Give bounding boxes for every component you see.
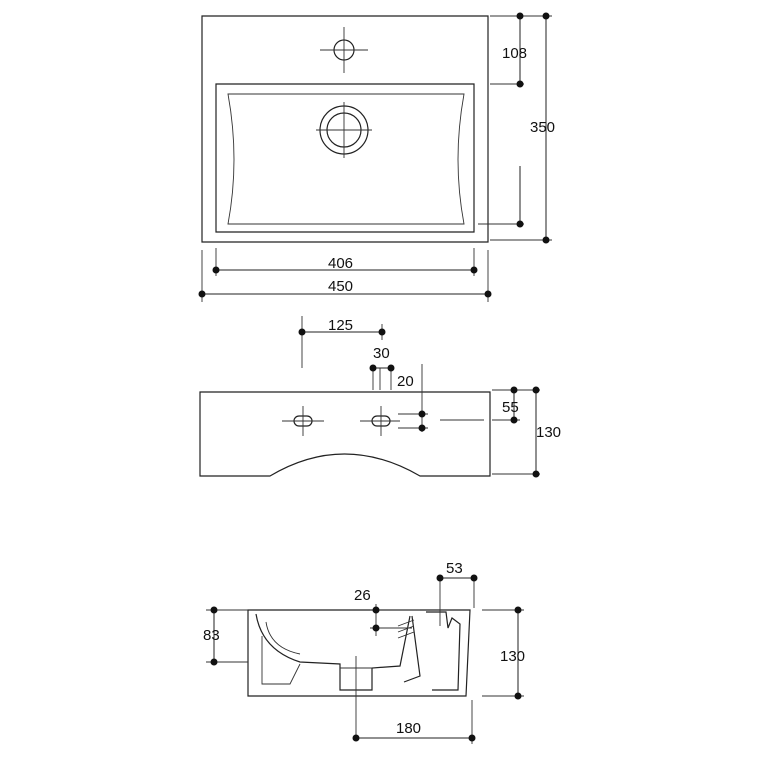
height-dimensions-top <box>478 12 552 244</box>
dim-130-side-lines <box>482 606 524 700</box>
dim-108-label: 108 <box>502 45 527 62</box>
dim-20-label: 20 <box>397 373 414 390</box>
bowl-inner-edge <box>227 93 465 225</box>
dim-350-label: 350 <box>530 119 555 136</box>
tap-hole-icon <box>320 27 368 73</box>
dim-125-label: 125 <box>328 317 353 334</box>
dim-450-label: 450 <box>328 278 353 295</box>
overflow-hole-right-icon <box>360 406 400 436</box>
overflow-hatch <box>397 619 415 639</box>
bowl-outer-rim <box>215 83 475 233</box>
bowl-section-curve <box>255 613 411 691</box>
dim-130-side-label: 130 <box>500 648 525 665</box>
front-view: 125 30 20 55 130 <box>199 316 561 478</box>
dim-180-lines <box>352 700 476 744</box>
side-section-view: 53 26 83 130 18 <box>203 560 525 744</box>
dim-130-front-label: 130 <box>536 424 561 441</box>
dim-30-label: 30 <box>373 345 390 362</box>
dim-406-label: 406 <box>328 255 353 272</box>
bowl-section-inner <box>261 621 301 685</box>
dim-53-label: 53 <box>446 560 463 577</box>
overflow-channel <box>403 611 461 691</box>
dim-30-lines <box>369 364 395 390</box>
drain-icon <box>316 102 372 158</box>
basin-front-outline <box>199 391 491 477</box>
dim-53-lines <box>436 574 478 626</box>
dim-20-lines <box>398 364 484 432</box>
width-dimensions-top <box>198 248 492 302</box>
dim-83-label: 83 <box>203 627 220 644</box>
dim-26-lines <box>370 604 420 636</box>
dim-83-lines <box>206 606 248 666</box>
dim-55-label: 55 <box>502 399 519 416</box>
drain-outlet <box>340 656 372 740</box>
dim-55-130-lines <box>492 386 540 478</box>
overflow-hole-left-icon <box>282 406 324 436</box>
dim-125-lines <box>298 316 386 368</box>
dim-180-label: 180 <box>396 720 421 737</box>
top-view: 108 350 406 450 <box>198 12 555 302</box>
dim-26-label: 26 <box>354 587 371 604</box>
basin-top-outline <box>201 15 489 243</box>
